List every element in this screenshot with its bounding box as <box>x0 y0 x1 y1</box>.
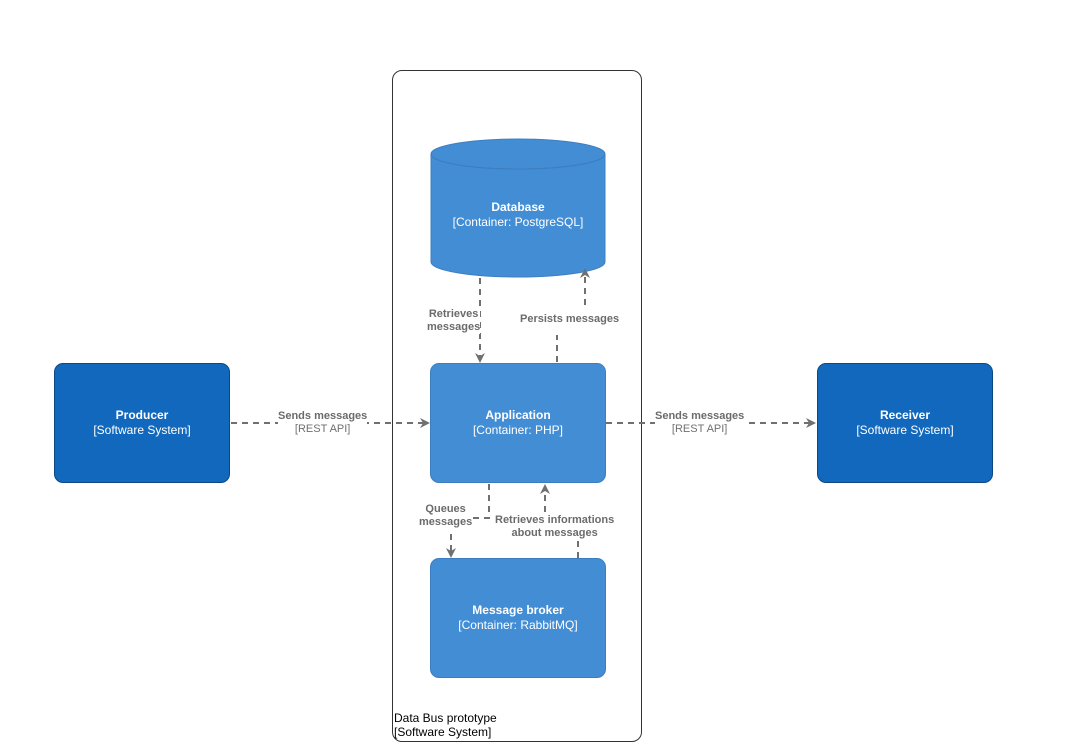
receiver-type: [Software System] <box>856 423 954 437</box>
edge-application-to-broker[interactable] <box>446 484 490 558</box>
label-application-to-receiver: Sends messages [REST API] <box>655 410 745 436</box>
database-type: [Container: PostgreSQL] <box>452 215 584 229</box>
label-application-to-broker: Queues messages <box>419 503 473 529</box>
edge-label-text: Sends messages <box>655 410 745 422</box>
boundary-name: Data Bus prototype <box>394 711 497 725</box>
receiver-title: Receiver <box>879 408 931 422</box>
edge-label-line1: Retrieves informations <box>495 514 615 526</box>
application-type: [Container: PHP] <box>472 423 564 437</box>
receiver-node[interactable]: Receiver [Software System] <box>817 363 993 483</box>
edge-label-line2: about messages <box>511 527 598 539</box>
edge-label-line2: messages <box>419 516 473 528</box>
label-producer-to-application: Sends messages [REST API] <box>278 410 368 436</box>
label-database-to-application: Retrieves messages <box>427 308 481 334</box>
edge-label-line1: Queues <box>425 503 466 515</box>
database-text: Database [Container: PostgreSQL] <box>432 200 604 230</box>
label-application-to-database: Persists messages <box>520 313 620 326</box>
database-node[interactable] <box>430 138 606 278</box>
edge-label-text: Sends messages <box>278 410 368 422</box>
application-title: Application <box>485 408 551 422</box>
broker-title: Message broker <box>472 603 564 617</box>
producer-node[interactable]: Producer [Software System] <box>54 363 230 483</box>
broker-type: [Container: RabbitMQ] <box>458 618 578 632</box>
edge-label-tech: [REST API] <box>671 423 728 435</box>
producer-type: [Software System] <box>93 423 191 437</box>
system-boundary <box>392 70 642 742</box>
edge-label-line2: messages <box>427 321 481 333</box>
producer-title: Producer <box>115 408 169 422</box>
edge-label-line1: Retrieves <box>428 308 479 320</box>
boundary-type: [Software System] <box>394 725 492 739</box>
label-broker-to-application: Retrieves informations about messages <box>495 514 615 540</box>
message-broker-node[interactable]: Message broker [Container: RabbitMQ] <box>430 558 606 678</box>
system-boundary-label: Data Bus prototype [Software System] <box>394 711 497 739</box>
edge-label-text: Persists messages <box>520 313 620 325</box>
application-node[interactable]: Application [Container: PHP] <box>430 363 606 483</box>
edge-label-tech: [REST API] <box>294 423 351 435</box>
database-title: Database <box>491 200 545 214</box>
